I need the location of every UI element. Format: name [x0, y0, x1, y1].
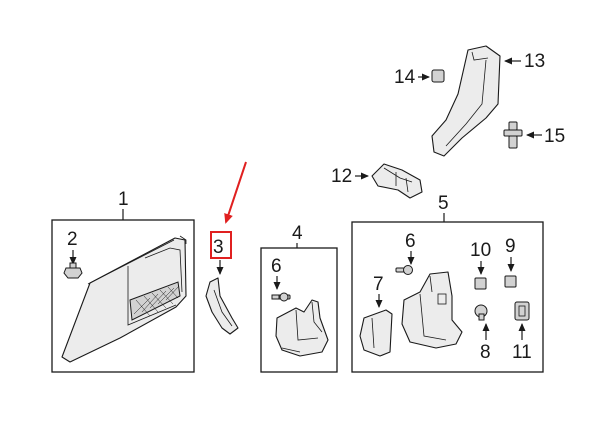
- callout-10: 10: [470, 240, 491, 261]
- cover-7: [359, 309, 393, 357]
- callout-12: 12: [331, 166, 352, 187]
- group-4-box: [260, 247, 338, 373]
- part-13-pillar-trim: 13: [431, 45, 545, 157]
- callout-15: 15: [544, 126, 565, 147]
- highlight-box: [210, 231, 232, 259]
- callout-8: 8: [480, 342, 491, 363]
- clip-fastener-2: [63, 262, 83, 279]
- quarter-trim-panel-1: [61, 235, 187, 363]
- fastener-15: [503, 121, 523, 149]
- trim-strip-3: [205, 277, 239, 335]
- group-1-quarter-trim-panel: 1 2: [51, 189, 195, 373]
- trim-cover-5: [401, 271, 463, 349]
- part-3-trim-strip: 3: [205, 161, 247, 335]
- callout-1: 1: [118, 189, 129, 210]
- clip-9: [504, 275, 517, 288]
- retainer-11: [514, 301, 530, 321]
- callout-2: 2: [67, 229, 78, 250]
- pillar-trim-13: [431, 45, 501, 157]
- panel-1-hatched-pocket: [129, 281, 181, 321]
- clip-10: [474, 277, 487, 290]
- part-15-fastener: 15: [503, 121, 565, 149]
- callout-5: 5: [438, 193, 449, 214]
- highlight-arrow: [224, 161, 247, 224]
- callout-6b: 6: [405, 231, 416, 252]
- screw-6a: [271, 292, 291, 302]
- group-5-box: [351, 221, 544, 373]
- group-4-lower-cover: 4 6: [260, 223, 338, 373]
- part-12-bracket: 12: [331, 163, 423, 199]
- clip-14: [431, 69, 445, 83]
- callout-3: 3: [213, 237, 224, 258]
- callout-4: 4: [292, 223, 303, 244]
- fastener-8: [474, 304, 488, 321]
- bracket-12: [371, 163, 423, 199]
- group-5-pillar-trim-set: 5 6 7 10 9 8: [351, 193, 544, 373]
- callout-13: 13: [524, 51, 545, 72]
- callout-14: 14: [394, 67, 416, 88]
- screw-6b: [395, 265, 413, 275]
- callout-9: 9: [505, 236, 516, 257]
- group-1-box: [51, 219, 195, 373]
- lower-cover-4: [275, 299, 329, 357]
- callout-7: 7: [373, 274, 384, 295]
- callout-11: 11: [512, 342, 532, 363]
- part-14-clip: 14: [394, 67, 445, 88]
- callout-6a: 6: [271, 256, 282, 277]
